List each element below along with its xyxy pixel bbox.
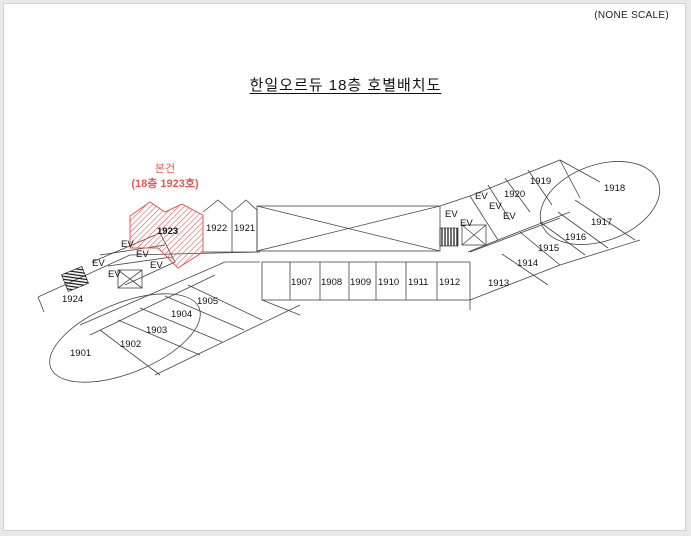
room-1917: 1917: [591, 217, 612, 228]
room-1923: 1923: [157, 226, 178, 237]
room-1908: 1908: [321, 277, 342, 288]
room-1918: 1918: [604, 183, 625, 194]
west-stair-icon: [61, 266, 89, 292]
plan-lines: [37, 159, 661, 383]
ev-label: EV: [121, 239, 134, 250]
west-oval-end: [49, 293, 201, 383]
ev-label: EV: [92, 258, 105, 269]
elevator-labels: EV EV EV EV EV EV EV EV EV EV: [92, 191, 516, 280]
east-oval-end: [539, 161, 661, 245]
ev-label: EV: [475, 191, 488, 202]
room-1916: 1916: [565, 232, 586, 243]
ev-label: EV: [445, 209, 458, 220]
room-1919: 1919: [530, 176, 551, 187]
room-1921: 1921: [234, 223, 255, 234]
room-1910: 1910: [378, 277, 399, 288]
callout-label: 본건: [155, 162, 175, 175]
room-1903: 1903: [146, 325, 167, 336]
room-1911: 1911: [408, 277, 428, 288]
room-1905: 1905: [197, 296, 218, 307]
ev-label: EV: [108, 269, 121, 280]
plan-title: 한일오르듀 18층 호별배치도: [249, 77, 442, 94]
room-1920: 1920: [504, 189, 525, 200]
unit-1923-highlight: [129, 201, 204, 269]
room-1912: 1912: [439, 277, 460, 288]
room-1924: 1924: [62, 294, 83, 305]
drawing-sheet: [3, 3, 686, 531]
room-1909: 1909: [350, 277, 371, 288]
scale-note: (NONE SCALE): [594, 10, 669, 21]
room-1904: 1904: [171, 309, 192, 320]
east-stair-icon: [439, 227, 459, 247]
room-1915: 1915: [538, 243, 559, 254]
callout-unit: (18층 1923호): [131, 176, 199, 190]
ev-label: EV: [489, 201, 502, 212]
ev-label: EV: [136, 249, 149, 260]
room-1913: 1913: [488, 278, 509, 289]
room-1901: 1901: [70, 348, 91, 359]
ev-label: EV: [150, 260, 163, 271]
room-1907: 1907: [291, 277, 312, 288]
subject-callout: 본건 (18층 1923호): [131, 162, 199, 190]
room-1922: 1922: [206, 223, 227, 234]
room-1902: 1902: [120, 339, 141, 350]
ev-label: EV: [503, 211, 516, 222]
ev-label: EV: [460, 218, 473, 229]
room-numbers: 1901 1902 1903 1904 1905 1907 1908 1909 …: [62, 176, 625, 359]
room-1914: 1914: [517, 258, 538, 269]
